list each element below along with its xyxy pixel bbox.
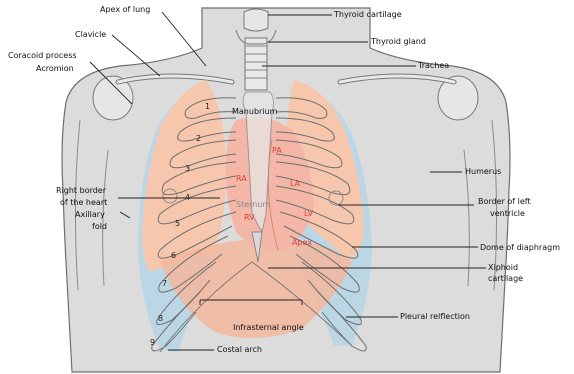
trachea-label: Trachea [417,61,449,70]
thyroid-cartilage-label: Thyroid cartilage [333,10,402,19]
border-left-ventricle-label-1: Border of left [478,197,531,206]
heart-label-la: LA [290,179,301,188]
manubrium-label: Manubrium [232,107,278,116]
rib-number-4: 4 [185,193,190,202]
heart-label-pa: PA [272,146,282,155]
border-left-ventricle-label-2: ventricle [490,209,525,218]
xiphoid-label-1: Xiphoid [488,263,518,272]
rib-number-1: 1 [205,102,210,111]
rib-number-5: 5 [175,219,180,228]
infrasternal-angle-label: Infrasternal angle [233,323,304,332]
axillary-fold-label-1: Axillary [75,210,105,219]
rib-number-8: 8 [158,314,163,323]
dome-of-diaphragm-label: Dome of diaphragm [480,243,560,252]
costal-arch-label: Costal arch [217,345,262,354]
humerus-label: Humerus [465,167,501,176]
rib-number-2: 2 [196,134,201,143]
rib-number-9: 9 [150,338,155,347]
pleural-reflection-label: Pleural relflection [400,312,470,321]
right-border-heart-label-2: of the heart [60,198,107,207]
thyroid-cartilage [244,9,268,31]
heart-label-lv: LV [304,209,314,218]
apex-of-lung-label: Apex of lung [100,5,150,14]
rib-number-7: 7 [162,279,167,288]
trachea [245,38,267,90]
heart-label-ra: RA [236,174,247,183]
coracoid-process-label: Coracoid process [8,51,77,60]
axillary-fold-label-2: fold [92,222,107,231]
acromion-label: Acromion [36,64,74,73]
heart-label-apex: Apex [292,238,312,247]
rib-number-3: 3 [185,164,190,173]
xiphoid-label-2: cartilage [488,274,523,283]
sternum-label: Sternum [236,200,270,209]
thyroid-gland-label: Thyroid gland [370,37,426,46]
heart-label-rv: RV [244,213,255,222]
clavicle-label: Clavicle [75,30,106,39]
right-border-heart-label-1: Right border [56,186,107,195]
rib-number-6: 6 [171,251,176,260]
left-shoulder-joint [438,76,478,120]
